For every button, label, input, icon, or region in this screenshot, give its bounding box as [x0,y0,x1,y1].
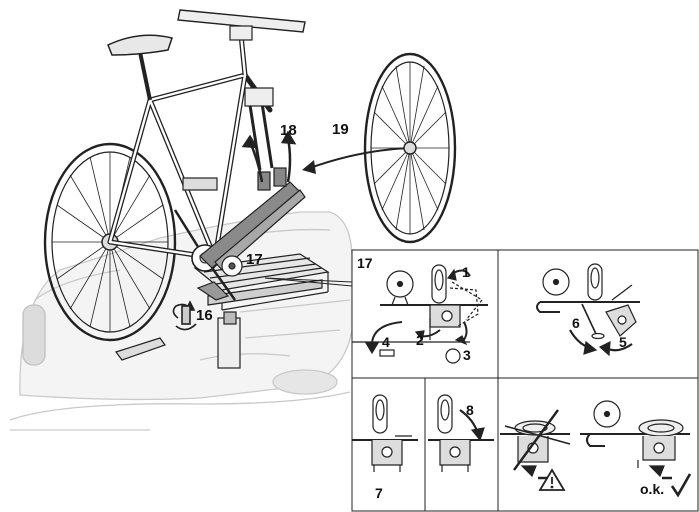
mounting-arm [196,167,306,301]
panel-7-label: 7 [375,485,383,501]
label-19: 19 [332,121,349,138]
step-8: 8 [466,402,474,418]
arrow-19 [302,147,411,174]
step-6: 6 [572,315,580,331]
front-wheel [363,52,457,244]
label-17-main: 17 [246,251,263,268]
panel-step-5-6-illustration [536,263,640,357]
panel-17-illustration [352,264,488,364]
label-18: 18 [280,122,297,139]
handlebar [177,9,306,33]
panel-17-label: 17 [357,255,373,271]
rear-wheel [43,142,177,342]
label-16: 16 [196,307,213,324]
panel-step-8-illustration [428,394,494,472]
rotation-arrows-18 [241,130,297,183]
step-1: 1 [462,264,470,280]
checkmark-icon [670,473,692,498]
panel-check-illustration [500,400,692,498]
callout-lines [264,277,353,287]
step-4: 4 [382,334,390,350]
saddle [107,34,173,56]
panel-7-illustration [352,394,418,472]
twist-arrow-16 [172,300,197,331]
step-5: 5 [619,334,627,350]
ok-text: o.k. [640,481,664,497]
step-2: 2 [416,332,424,348]
car-outline [9,211,353,431]
step-3: 3 [463,347,471,363]
